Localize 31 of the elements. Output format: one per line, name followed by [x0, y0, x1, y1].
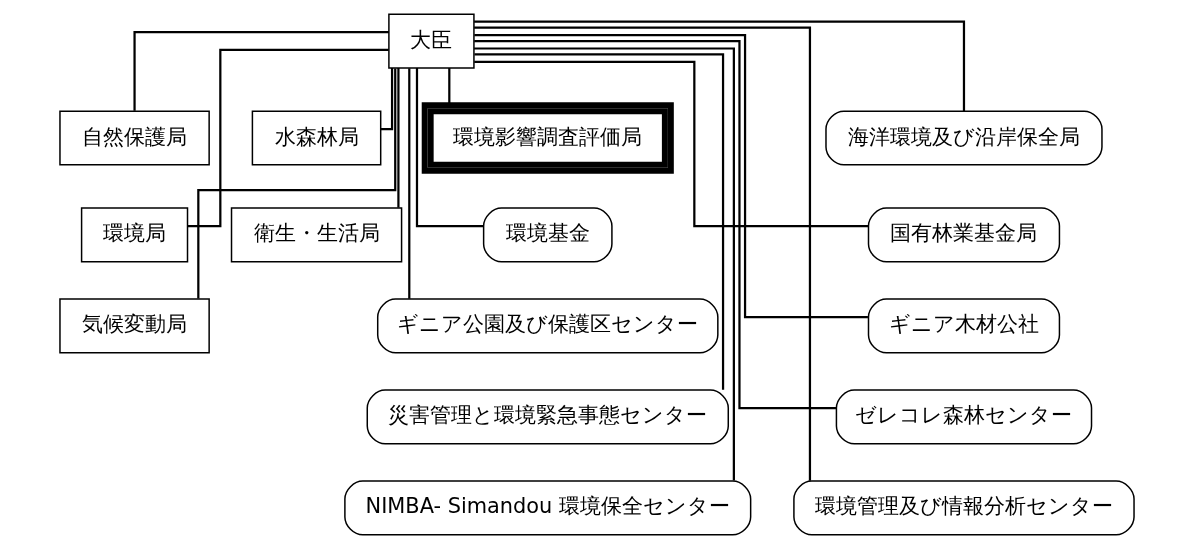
connector [474, 33, 868, 319]
connector [474, 26, 812, 481]
node-box: 海洋環境及び沿岸保全局 [825, 110, 1103, 166]
connector [133, 30, 389, 111]
connector [474, 20, 966, 111]
connector [397, 68, 400, 208]
node-box: 環境局 [80, 207, 189, 263]
node-box: 国有林業基金局 [867, 207, 1061, 263]
connector [474, 39, 836, 410]
node-box: 環境基金 [482, 207, 613, 263]
connector [474, 47, 735, 481]
node-box: 大臣 [388, 13, 475, 69]
node-box: 自然保護局 [59, 110, 210, 166]
node-box: 衛生・生活局 [230, 207, 403, 263]
node-box: 環境管理及び情報分析センター [793, 480, 1135, 536]
node-box: ゼレコレ森林センター [835, 389, 1093, 445]
node-box: ギニア木材公社 [867, 298, 1061, 354]
connector [474, 60, 869, 228]
connector [197, 68, 397, 299]
node-box: NIMBA- Simandou 環境保全センター [344, 480, 752, 536]
node-box: 水森林局 [251, 110, 382, 166]
connector [380, 67, 394, 131]
connector [187, 48, 389, 228]
node-box: 環境影響調査評価局 [421, 102, 674, 174]
node-box: ギニア公園及び保護区センター [376, 298, 719, 354]
connector [474, 53, 725, 390]
node-box: 気候変動局 [59, 298, 210, 354]
connector [448, 68, 451, 105]
connector [415, 67, 484, 228]
connector [408, 68, 411, 299]
node-box: 災害管理と環境緊急事態センター [366, 389, 729, 445]
